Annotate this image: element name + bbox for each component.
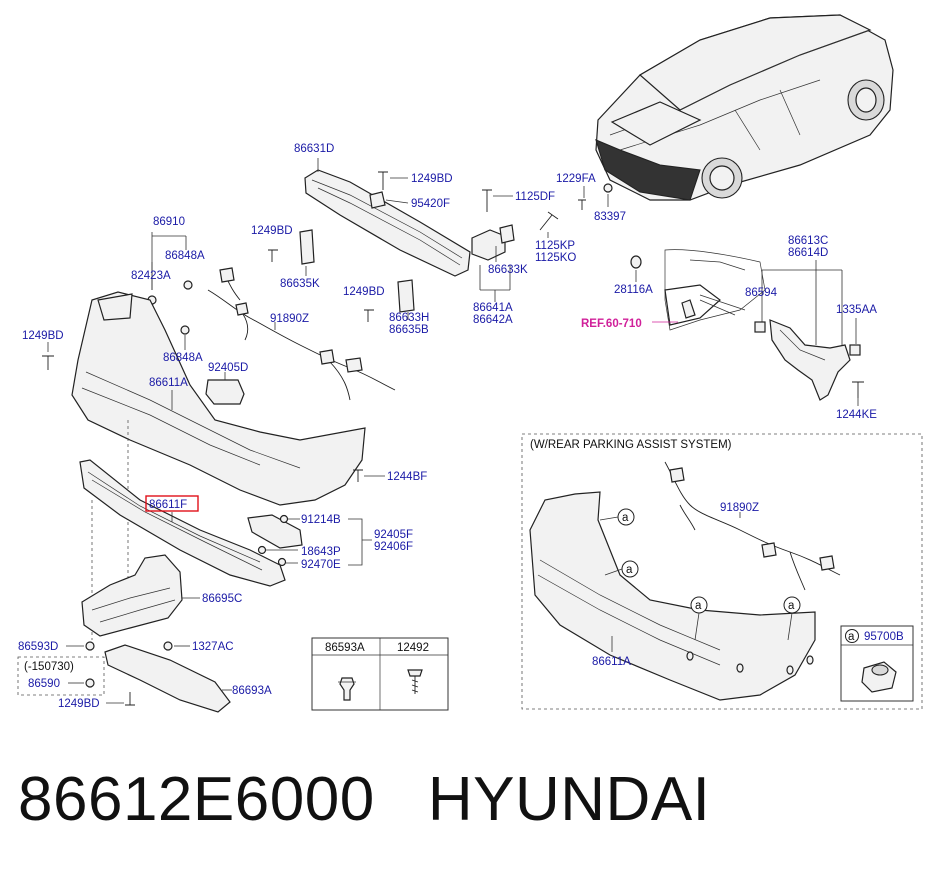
- label-86611A-parking: 86611A: [592, 656, 631, 668]
- label-95700B: 95700B: [864, 631, 904, 643]
- lower-diffuser-86611F: [79, 459, 286, 587]
- highlight-box-86611F: [145, 495, 199, 512]
- label-86593D: 86593D: [18, 641, 58, 653]
- label-86594: 86594: [745, 287, 778, 299]
- label-86693A: 86693A: [232, 685, 272, 697]
- marker-a-4: a: [788, 600, 795, 612]
- label-86642A: 86642A: [473, 314, 513, 326]
- label-1249BD-top: 1249BD: [411, 173, 453, 185]
- label-86848A-upper: 86848A: [165, 250, 205, 262]
- label-ref-60-710: REF.60-710: [581, 318, 642, 330]
- wiring-harness-lower: [664, 461, 841, 591]
- label-83397: 83397: [594, 211, 626, 223]
- parking-bumper-86611A: [529, 491, 816, 701]
- label-28116A: 28116A: [614, 284, 653, 296]
- label-86633K: 86633K: [488, 264, 528, 276]
- undercover-86695C: [81, 554, 183, 637]
- label-86633H: 86633H: [389, 312, 429, 324]
- upper-beam-86631D: [304, 169, 471, 277]
- label-86631D: 86631D: [294, 143, 334, 155]
- marker-a-inset: a: [848, 631, 855, 643]
- label-1125DF: 1125DF: [515, 191, 555, 203]
- label-82423A: 82423A: [131, 270, 171, 282]
- label-86848A-lower: 86848A: [163, 352, 203, 364]
- label-92405D: 92405D: [208, 362, 248, 374]
- label-1249BD-far-left: 1249BD: [22, 330, 64, 342]
- label-1244KE: 1244KE: [836, 409, 877, 421]
- label-92406F: 92406F: [374, 541, 413, 553]
- part-labels: 86631D 1249BD 95420F 1125DF 1229FA 83397…: [18, 143, 904, 710]
- label-86611A-main: 86611A: [149, 377, 188, 389]
- label-1229FA: 1229FA: [556, 173, 596, 185]
- caption-brand: HYUNDAI: [427, 765, 711, 834]
- label-1249BD-left: 1249BD: [251, 225, 293, 237]
- label-86590: 86590: [28, 678, 60, 690]
- legend-col-86593A: 86593A: [325, 642, 365, 654]
- marker-a-2: a: [626, 564, 633, 576]
- fastener-legend-table: [311, 637, 449, 711]
- label-1125KO: 1125KO: [535, 252, 576, 264]
- label-86613C: 86613C: [788, 235, 828, 247]
- label-92470E: 92470E: [301, 559, 341, 571]
- label-86635B: 86635B: [389, 324, 429, 336]
- label-86635K: 86635K: [280, 278, 320, 290]
- label-1335AA: 1335AA: [836, 304, 877, 316]
- label-95420F: 95420F: [411, 198, 450, 210]
- car-illustration: [595, 14, 894, 201]
- label-1249BD-bottom: 1249BD: [58, 698, 100, 710]
- label-91890Z-upper: 91890Z: [270, 313, 309, 325]
- sensor-markers: [599, 508, 801, 641]
- legend-col-12492: 12492: [397, 642, 429, 654]
- marker-a-1: a: [622, 512, 629, 524]
- label-92405F: 92405F: [374, 529, 413, 541]
- label-18643P: 18643P: [301, 546, 341, 558]
- parking-assist-title: (W/REAR PARKING ASSIST SYSTEM): [530, 439, 732, 451]
- label-86614D: 86614D: [788, 247, 828, 259]
- label-150730: (-150730): [24, 661, 74, 673]
- label-91214B: 91214B: [301, 514, 341, 526]
- label-86611F: 86611F: [149, 499, 187, 511]
- label-86641A: 86641A: [473, 302, 513, 314]
- side-bracket-86613C: [769, 319, 851, 401]
- caption-part-number: 86612E6000: [18, 765, 375, 834]
- label-1327AC: 1327AC: [192, 641, 234, 653]
- label-86695C: 86695C: [202, 593, 242, 605]
- label-1244BF: 1244BF: [387, 471, 427, 483]
- part-caption: 86612E6000 HYUNDAI: [18, 760, 918, 840]
- rear-bumper-86611A: [71, 291, 366, 506]
- label-86910: 86910: [153, 216, 185, 228]
- parking-assist-frame: [521, 433, 923, 710]
- label-1125KP: 1125KP: [535, 240, 575, 252]
- label-1249BD-mid: 1249BD: [343, 286, 385, 298]
- marker-a-3: a: [695, 600, 702, 612]
- label-91890Z-lower: 91890Z: [720, 502, 759, 514]
- wiring-harness-upper: [207, 267, 396, 401]
